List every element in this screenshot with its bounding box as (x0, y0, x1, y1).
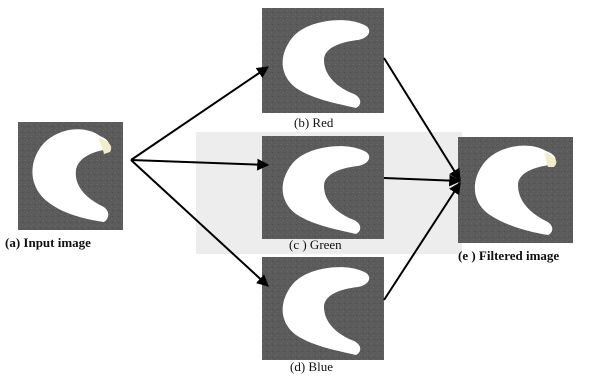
label-green: (c ) Green (289, 237, 342, 252)
label-filtered-image: (e ) Filtered image (458, 248, 560, 263)
cashew-specimen (282, 20, 370, 108)
label-input-image: (a) Input image (5, 235, 91, 250)
arrow-green-to-filtered (383, 174, 462, 187)
green-channel-image (262, 136, 384, 239)
cashew-specimen (474, 145, 556, 235)
arrow-blue-to-filtered (383, 181, 461, 301)
arrow-red-to-filtered (383, 57, 461, 182)
filtered-image (458, 137, 573, 243)
red-channel-image (262, 8, 384, 113)
blue-channel-image (262, 257, 384, 360)
arrow-input-to-blue (130, 159, 269, 287)
label-blue: (d) Blue (290, 359, 333, 374)
cashew-specimen (282, 267, 370, 355)
cashew-specimen (282, 146, 370, 234)
input-image (18, 122, 123, 230)
arrow-input-to-green (130, 158, 270, 171)
cashew-specimen (32, 129, 109, 222)
arrow-input-to-red (130, 66, 269, 161)
label-red: (b) Red (294, 115, 334, 130)
